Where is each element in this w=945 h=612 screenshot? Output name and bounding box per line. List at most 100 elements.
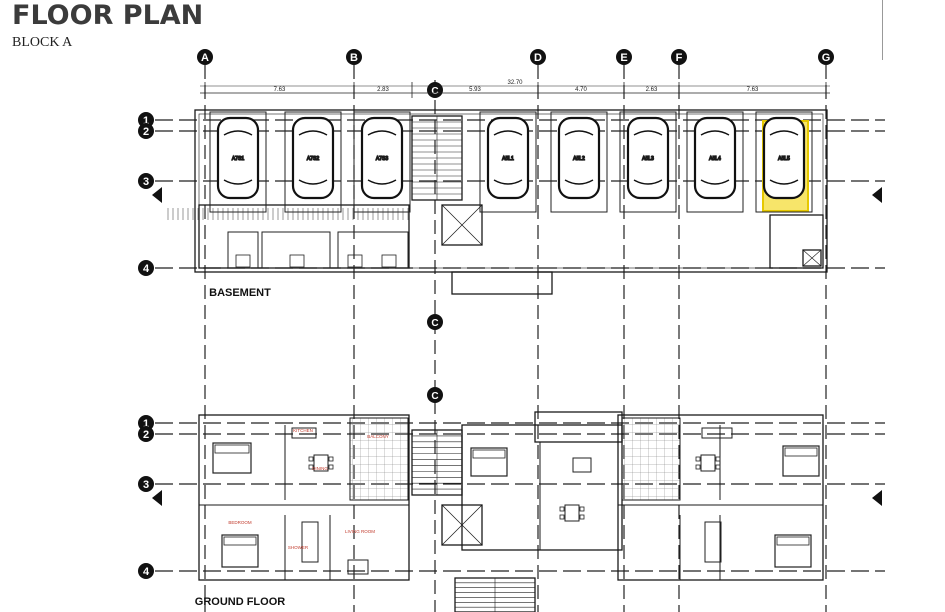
car-body (557, 116, 601, 200)
fixture (572, 457, 592, 473)
dimension-label: 2.63 (646, 87, 658, 93)
car-body (626, 116, 670, 200)
chair (559, 506, 565, 512)
pillow (214, 444, 250, 454)
fixture (347, 559, 369, 575)
service-room (337, 231, 409, 269)
row-bubble-2 (138, 123, 154, 139)
bed (470, 447, 508, 477)
basement-hatch (167, 208, 409, 220)
ground-lift (441, 504, 483, 546)
parking-label: A5L5 (778, 156, 790, 162)
car-rear-window (769, 179, 799, 185)
car-body (360, 116, 404, 200)
row-bubble-2 (138, 426, 154, 442)
fixture (291, 427, 317, 439)
grid-bubble-A (197, 49, 213, 65)
bed (212, 442, 252, 474)
dimension-label: 7.63 (747, 87, 759, 93)
grid-bubble-label: F (676, 52, 683, 64)
basement-stair-treads (412, 116, 462, 200)
row-bubble-4 (138, 563, 154, 579)
car-body (291, 116, 335, 200)
basement-right-room (769, 214, 824, 269)
dimension-label: 7.63 (274, 87, 286, 93)
bed (774, 534, 812, 568)
basement-service-rooms (227, 231, 409, 269)
section-marker (152, 490, 162, 506)
room-label: BEDROOM (228, 520, 252, 525)
chair (695, 456, 701, 462)
grid-bubble-label: C (431, 391, 438, 402)
ground-entry-stair-treads (455, 578, 535, 612)
parked-car: A7S3 (353, 111, 411, 213)
car-rear-window (367, 179, 397, 185)
car-rear-window (700, 179, 730, 185)
grid-bubble-label: D (534, 52, 542, 64)
frame-line (882, 0, 883, 60)
pillow (472, 449, 506, 459)
room-label: KITCHEN (293, 428, 313, 433)
ground-center-unit (461, 424, 623, 551)
ground-left-unit (198, 414, 410, 581)
row-bubble-label: 3 (143, 176, 149, 188)
row-bubble-1 (138, 415, 154, 431)
pillow (223, 536, 257, 546)
room-label: DINING (312, 466, 328, 471)
grid-bubble-label: G (822, 52, 831, 64)
section-marker (872, 490, 882, 506)
chair (308, 456, 314, 462)
pillow (776, 536, 810, 546)
parked-car: A5L1 (479, 111, 537, 213)
fixture (701, 427, 733, 439)
chair (579, 506, 585, 512)
car-rear-window (223, 179, 253, 185)
car-rear-window (493, 179, 523, 185)
row-bubble-3 (138, 476, 154, 492)
car-windshield (633, 130, 663, 136)
car-body (693, 116, 737, 200)
dimension-label: 5.93 (469, 87, 481, 93)
parking-stall (479, 111, 537, 213)
parking-stall (686, 111, 744, 213)
car-windshield (700, 130, 730, 136)
chair (328, 464, 334, 470)
car-windshield (223, 130, 253, 136)
basement-inner-outline (198, 113, 824, 269)
parking-label: A7S3 (376, 156, 388, 162)
grid-bubble-label: E (620, 52, 627, 64)
row-bubble-1 (138, 112, 154, 128)
grid-bubble-C (427, 314, 443, 330)
room-label: BALCONY (367, 434, 389, 439)
car-rear-window (298, 179, 328, 185)
parking-stall (619, 111, 677, 213)
parking-stall (353, 111, 411, 213)
balcony-right (621, 417, 681, 501)
dining-table (700, 454, 716, 472)
row-bubble-label: 1 (143, 418, 149, 430)
parking-label: A7S2 (307, 156, 319, 162)
row-bubble-label: 3 (143, 479, 149, 491)
car-windshield (564, 130, 594, 136)
parked-car: A5L5 (755, 111, 813, 213)
row-bubble-label: 1 (143, 115, 149, 127)
parked-car: A7S1 (209, 111, 267, 213)
dimension-label: 2.83 (377, 87, 389, 93)
fixture (347, 254, 363, 268)
grid-bubble-F (671, 49, 687, 65)
row-bubble-label: 2 (143, 429, 149, 441)
chair (695, 464, 701, 470)
fixture (289, 254, 305, 268)
furniture (212, 427, 820, 575)
parking-label: A5L1 (502, 156, 514, 162)
floor-label-basement: BASEMENT (209, 287, 271, 299)
parking-label: A5L2 (573, 156, 585, 162)
basement-lift (441, 204, 483, 246)
row-bubble-label: 4 (143, 263, 150, 275)
parking-stall (755, 111, 813, 213)
car-windshield (769, 130, 799, 136)
grid-bubble-E (616, 49, 632, 65)
